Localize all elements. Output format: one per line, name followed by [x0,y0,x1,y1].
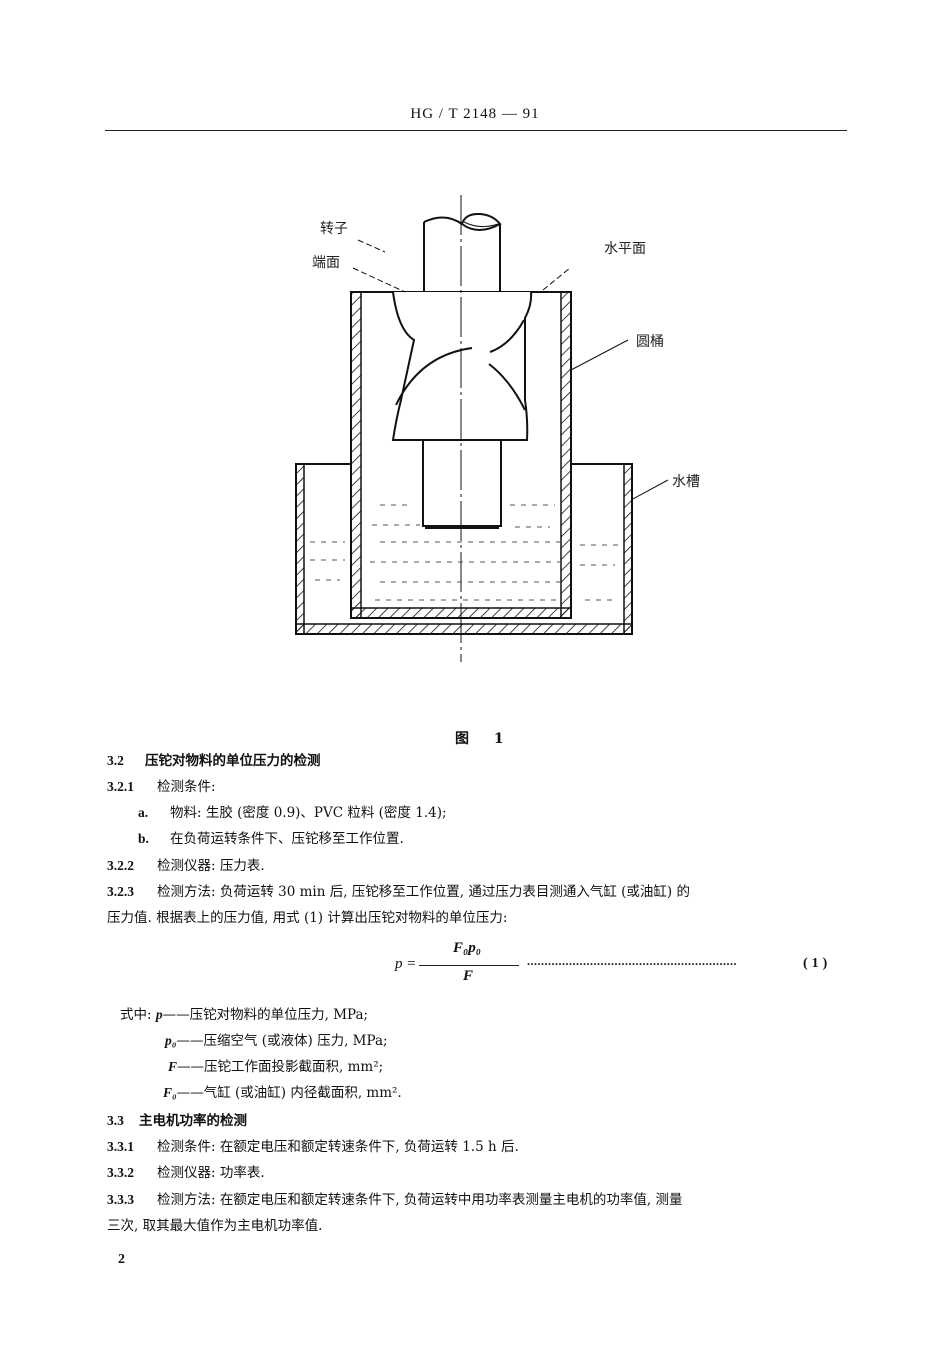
label-water-tank: 水槽 [672,474,700,490]
label-end-face: 端面 [312,255,340,271]
item-a-materials: a.物料: 生胶 (密度 0.9)、PVC 粒料 (密度 1.4); [138,805,447,821]
header-rule [105,130,847,131]
where-F: F——压铊工作面投影截面积, mm²; [168,1059,384,1075]
fraction-bar [419,965,519,966]
section-3-2-3-line2: 压力值. 根据表上的压力值, 用式 (1) 计算出压铊对物料的单位压力: [107,910,508,926]
page-number: 2 [118,1252,125,1267]
formula-1: p = F₀p₀ F .............................… [395,940,855,990]
figure-1-diagram: 转子 端面 水平面 圆桶 水槽 [0,180,950,680]
where-F0: F₀——气缸 (或油缸) 内径截面积, mm². [163,1085,402,1101]
formula-numerator: F₀p₀ [453,940,481,956]
formula-denominator: F [463,968,474,984]
figure-caption: 图 1 [455,731,514,747]
item-b-position: b.在负荷运转条件下、压铊移至工作位置. [138,831,404,847]
label-rotor: 转子 [320,221,348,237]
label-drum: 圆桶 [636,334,664,350]
standard-code-header: HG / T 2148 — 91 [410,106,540,122]
label-horizontal-plane: 水平面 [604,241,646,257]
formula-lhs: p = [395,956,417,972]
equation-number: (1) [803,956,832,971]
where-p0: p₀——压缩空气 (或液体) 压力, MPa; [165,1033,388,1049]
formula-leader-dots: ........................................… [527,954,737,968]
apparatus-drawing [295,195,669,662]
where-p: 式中: p——压铊对物料的单位压力, MPa; [120,1007,369,1023]
section-3-3-3-line2: 三次, 取其最大值作为主电机功率值. [107,1218,323,1234]
